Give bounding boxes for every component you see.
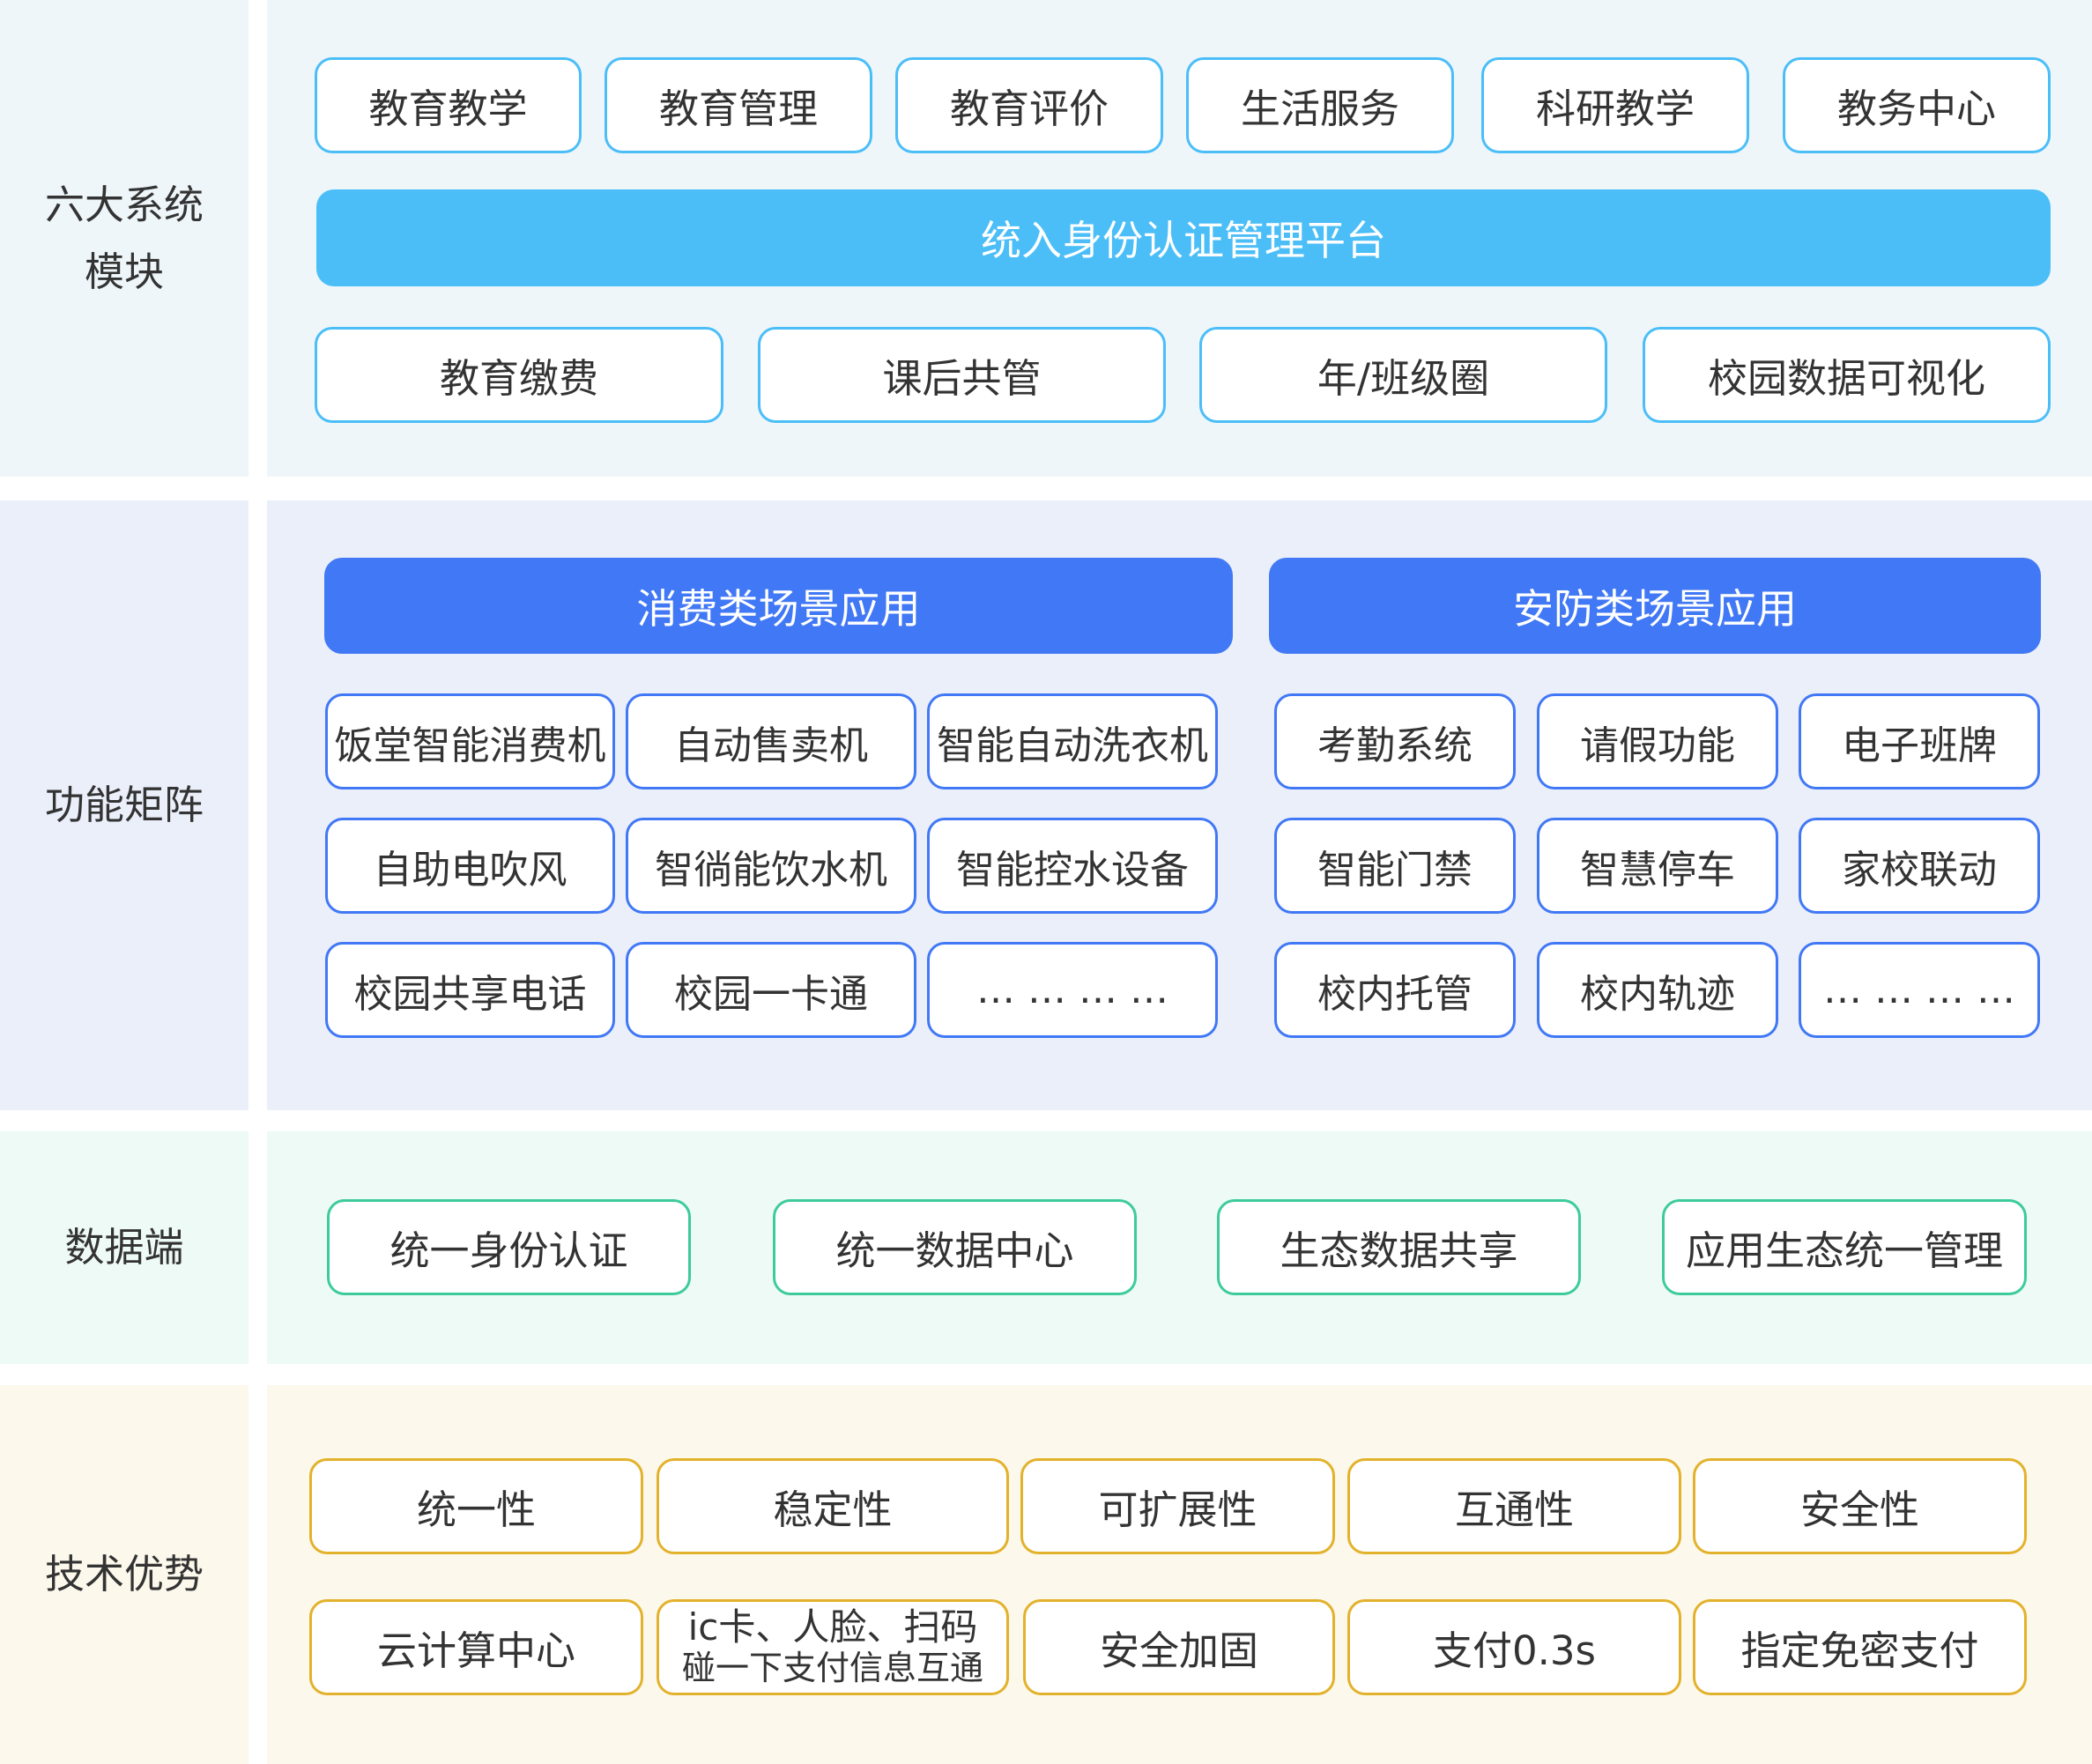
security-cell[interactable]: 校内轨迹 (1537, 942, 1778, 1038)
advantage-item[interactable]: 统一性 (309, 1458, 643, 1554)
security-cell[interactable]: 请假功能 (1537, 693, 1778, 789)
module-box[interactable]: 教育缴费 (315, 327, 723, 423)
consumption-cell[interactable]: 智能控水设备 (927, 818, 1218, 914)
consumption-cell[interactable]: 自助电吹风 (325, 818, 615, 914)
module-box[interactable]: 校园数据可视化 (1643, 327, 2051, 423)
data-item[interactable]: 生态数据共享 (1217, 1199, 1581, 1295)
security-cell[interactable]: … … … … (1799, 942, 2040, 1038)
advantage-item[interactable]: ic卡、人脸、扫码 碰一下支付信息互通 (657, 1599, 1009, 1695)
section-content-panel (267, 1385, 2092, 1764)
security-cell[interactable]: 考勤系统 (1274, 693, 1516, 789)
security-cell[interactable]: 电子班牌 (1799, 693, 2040, 789)
advantage-item[interactable]: 云计算中心 (309, 1599, 643, 1695)
section-label-panel (0, 1131, 249, 1364)
security-cell[interactable]: 校内托管 (1274, 942, 1516, 1038)
advantage-item[interactable]: 稳定性 (657, 1458, 1009, 1554)
module-box[interactable]: 科研教学 (1481, 57, 1749, 153)
consumption-cell[interactable]: 自动售卖机 (626, 693, 916, 789)
module-box[interactable]: 教育评价 (895, 57, 1163, 153)
section-label-panel (0, 1385, 249, 1764)
module-box[interactable]: 教务中心 (1783, 57, 2051, 153)
section-label: 六大系统 模块 (0, 0, 249, 477)
security-cell[interactable]: 家校联动 (1799, 818, 2040, 914)
module-box[interactable]: 教育管理 (605, 57, 872, 153)
data-item[interactable]: 应用生态统一管理 (1662, 1199, 2027, 1295)
advantage-line: ic卡、人脸、扫码 (687, 1605, 978, 1649)
module-box[interactable]: 年/班级圈 (1199, 327, 1607, 423)
advantage-item[interactable]: 支付0.3s (1347, 1599, 1681, 1695)
advantage-line: 碰一下支付信息互通 (681, 1648, 983, 1687)
section-label-panel (0, 500, 249, 1110)
consumption-cell[interactable]: 校园一卡通 (626, 942, 916, 1038)
module-box[interactable]: 教育教学 (315, 57, 582, 153)
consumption-cell[interactable]: … … … … (927, 942, 1218, 1038)
consumption-cell[interactable]: 饭堂智能消费机 (325, 693, 615, 789)
security-cell[interactable]: 智能门禁 (1274, 818, 1516, 914)
consumption-cell[interactable]: 智徜能饮水机 (626, 818, 916, 914)
identity-platform-bar[interactable]: 统入身份认证管理平台 (316, 189, 2051, 286)
advantage-item[interactable]: 安全加固 (1023, 1599, 1335, 1695)
advantage-item[interactable]: 可扩展性 (1020, 1458, 1335, 1554)
consumption-header[interactable]: 消费类场景应用 (324, 558, 1233, 654)
consumption-cell[interactable]: 智能自动洗衣机 (927, 693, 1218, 789)
security-cell[interactable]: 智慧停车 (1537, 818, 1778, 914)
module-box[interactable]: 生活服务 (1186, 57, 1454, 153)
section-label: 技术优势 (44, 1551, 204, 1597)
advantage-item[interactable]: 指定免密支付 (1693, 1599, 2027, 1695)
section-label: 功能矩阵 (44, 782, 204, 828)
data-item[interactable]: 统一数据中心 (773, 1199, 1137, 1295)
label-line: 模块 (84, 248, 164, 295)
module-box[interactable]: 课后共管 (758, 327, 1166, 423)
section-label: 数据端 (64, 1224, 184, 1271)
label-line: 六大系统 (44, 181, 204, 228)
data-item[interactable]: 统一身份认证 (327, 1199, 691, 1295)
advantage-item[interactable]: 安全性 (1693, 1458, 2027, 1554)
security-header[interactable]: 安防类场景应用 (1269, 558, 2041, 654)
advantage-item[interactable]: 互通性 (1347, 1458, 1681, 1554)
section-label-panel (0, 0, 249, 477)
consumption-cell[interactable]: 校园共享电话 (325, 942, 615, 1038)
